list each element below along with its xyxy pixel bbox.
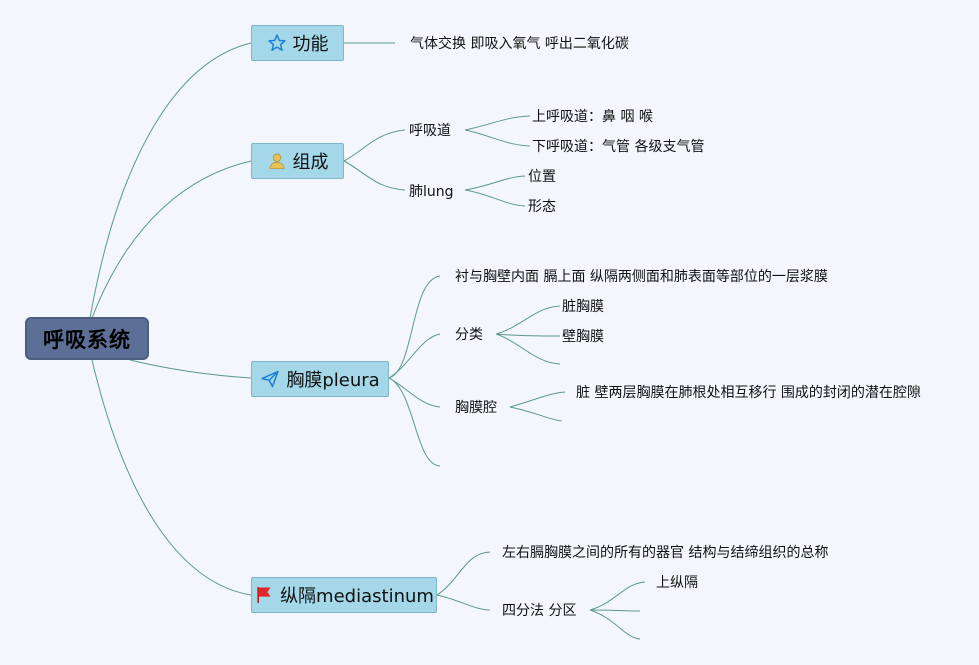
lower-airway[interactable]: 下呼吸道：气管 各级支气管 — [532, 139, 705, 155]
user-icon — [268, 153, 285, 169]
link-root-pleura — [129, 359, 252, 379]
topic-mediastinum[interactable]: 纵隔mediastinum — [251, 577, 437, 613]
paper-plane-icon — [261, 370, 279, 388]
link-cavity-empty — [509, 406, 563, 422]
pleural-cavity-label[interactable]: 胸膜腔 — [455, 400, 497, 416]
pleura-definition[interactable]: 衬与胸壁内面 膈上面 纵隔两侧面和肺表面等部位的一层浆膜 — [455, 269, 828, 285]
link-lung-shape — [464, 189, 526, 207]
link-pleura-empty — [388, 377, 441, 467]
link-class-empty — [495, 333, 561, 365]
topic-mediastinum-label: 纵隔mediastinum — [280, 586, 434, 607]
topic-pleura-label: 胸膜pleura — [286, 370, 380, 391]
link-composition-airway — [343, 129, 406, 162]
link-class-parietal — [495, 333, 561, 337]
root-topic[interactable]: 呼吸系统 — [25, 317, 149, 360]
link-pleura-definition — [388, 275, 441, 379]
airway-label[interactable]: 呼吸道 — [409, 123, 451, 139]
topic-composition-label: 组成 — [292, 152, 329, 173]
visceral-pleura[interactable]: 脏胸膜 — [562, 299, 604, 315]
topic-pleura[interactable]: 胸膜pleura — [251, 361, 389, 397]
pleural-cavity-desc[interactable]: 脏 壁两层胸膜在肺根处相互移行 围成的封闭的潜在腔隙 — [576, 385, 921, 401]
link-airway-upper — [464, 115, 531, 131]
link-med-definition — [436, 551, 491, 596]
classification-label[interactable]: 分类 — [455, 327, 483, 343]
link-pleura-class — [388, 333, 441, 379]
star-icon — [267, 34, 286, 52]
link-root-function — [89, 42, 252, 319]
link-airway-lower — [464, 129, 531, 147]
division-label[interactable]: 四分法 分区 — [502, 603, 577, 619]
link-med-division — [436, 594, 491, 611]
link-lung-position — [464, 175, 526, 191]
mediastinum-definition[interactable]: 左右膈胸膜之间的所有的器官 结构与结缔组织的总称 — [502, 545, 829, 561]
topic-composition[interactable]: 组成 — [251, 143, 344, 179]
lung-position[interactable]: 位置 — [528, 169, 556, 185]
topic-function[interactable]: 功能 — [251, 25, 344, 61]
link-class-visceral — [495, 305, 561, 335]
lung-label[interactable]: 肺lung — [409, 184, 454, 200]
red-flag-icon — [257, 587, 271, 603]
topic-function-label: 功能 — [292, 34, 329, 55]
link-composition-lung — [343, 160, 406, 191]
link-division-upper — [589, 581, 646, 611]
root-label: 呼吸系统 — [43, 327, 131, 352]
link-division-middle — [589, 609, 641, 612]
link-division-lower — [589, 609, 641, 640]
link-root-mediastinum — [91, 359, 252, 596]
parietal-pleura[interactable]: 壁胸膜 — [562, 329, 604, 345]
upper-mediastinum[interactable]: 上纵隔 — [656, 575, 698, 591]
function-desc[interactable]: 气体交换 即吸入氧气 呼出二氧化碳 — [410, 36, 629, 52]
link-cavity-desc — [509, 391, 566, 408]
link-pleura-cavity — [388, 377, 441, 408]
link-root-composition — [91, 160, 252, 319]
lung-shape[interactable]: 形态 — [528, 199, 556, 215]
upper-airway[interactable]: 上呼吸道：鼻 咽 喉 — [532, 109, 653, 125]
